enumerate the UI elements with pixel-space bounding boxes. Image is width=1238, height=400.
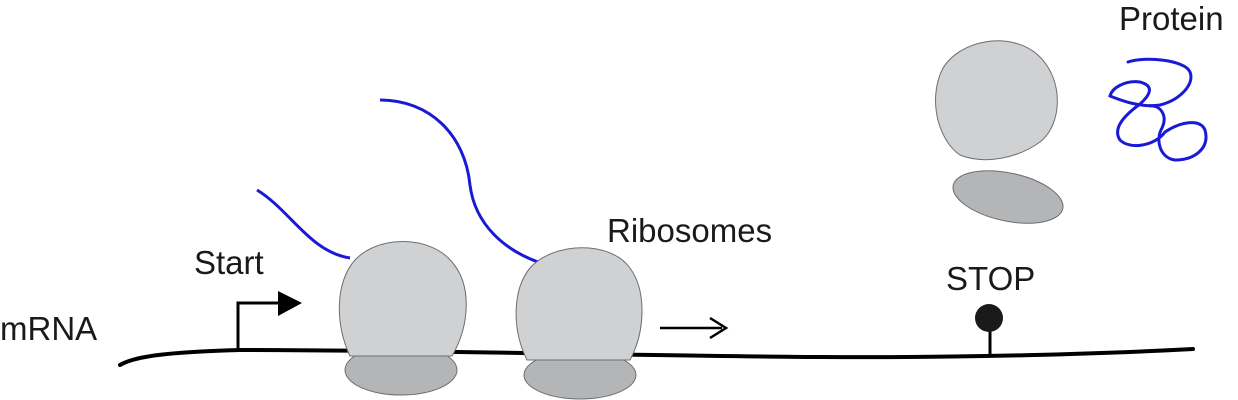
start-arrow-icon	[236, 291, 302, 350]
stop-label: STOP	[946, 260, 1036, 297]
ribosome-small-subunit	[952, 170, 1064, 224]
protein-chain-2	[379, 98, 539, 264]
ribosome-large-subunit	[935, 40, 1058, 161]
start-label: Start	[194, 244, 264, 281]
ribosome-large-subunit	[338, 241, 467, 357]
mrna-label: mRNA	[0, 310, 98, 347]
protein-label: Protein	[1119, 0, 1224, 37]
ribosome-large-subunit	[515, 247, 643, 361]
protein-chain-1	[256, 188, 351, 260]
released-ribosome	[935, 40, 1064, 224]
ribosome-2	[379, 98, 643, 400]
ribosomes-label: Ribosomes	[607, 212, 773, 249]
mrna-strand	[118, 347, 1195, 367]
ribosome-1	[256, 188, 467, 396]
stop-marker-icon	[975, 304, 1003, 356]
released-protein	[1108, 57, 1208, 162]
direction-arrow-icon	[660, 316, 729, 340]
